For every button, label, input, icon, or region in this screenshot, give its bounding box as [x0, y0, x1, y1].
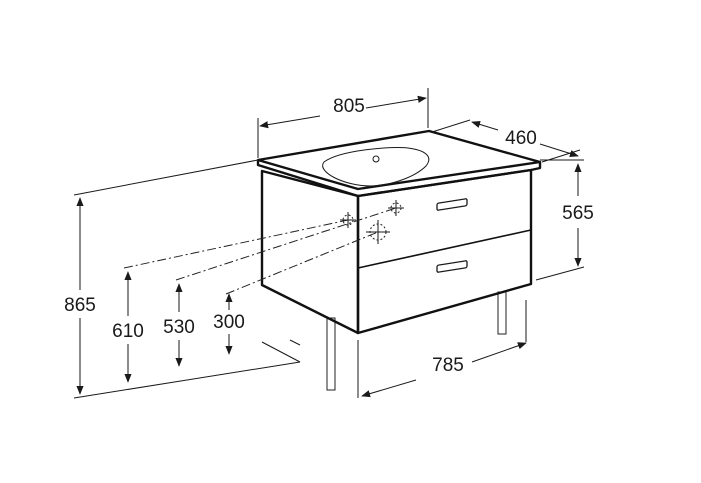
label-pipe-530: 530 [163, 317, 195, 338]
label-pipe-610: 610 [112, 321, 144, 342]
basin-bowl [322, 147, 430, 187]
centerline-610 [123, 219, 349, 269]
pipe-marker-1 [340, 212, 356, 228]
label-pipe-300: 300 [213, 312, 245, 333]
centerline-300 [225, 231, 379, 295]
centerline-530 [175, 207, 397, 281]
leg-front-right [497, 291, 507, 335]
upper-drawer-handle [436, 198, 468, 211]
basin-top [256, 129, 542, 198]
extension-lines [73, 88, 585, 399]
label-depth: 460 [505, 128, 537, 149]
label-total-height: 865 [64, 295, 96, 316]
cabinet-legs [326, 291, 507, 391]
cabinet-body [260, 168, 533, 335]
label-cabinet-height: 565 [562, 203, 594, 224]
dimension-lines [76, 95, 582, 398]
label-width-bottom: 785 [432, 355, 464, 376]
tap-hole [372, 155, 380, 163]
label-width-top: 805 [333, 96, 365, 117]
dimension-labels: 805 460 565 865 610 530 300 785 [64, 96, 594, 376]
pipe-centerlines [123, 200, 404, 295]
basin-top-edge [256, 160, 542, 198]
leg-front-left [326, 317, 336, 391]
lower-drawer-handle [436, 260, 468, 273]
pipe-marker-3 [366, 220, 390, 244]
drawer-divider [357, 229, 532, 269]
pipe-marker-2 [388, 200, 404, 216]
cabinet-side-panel [260, 169, 360, 335]
